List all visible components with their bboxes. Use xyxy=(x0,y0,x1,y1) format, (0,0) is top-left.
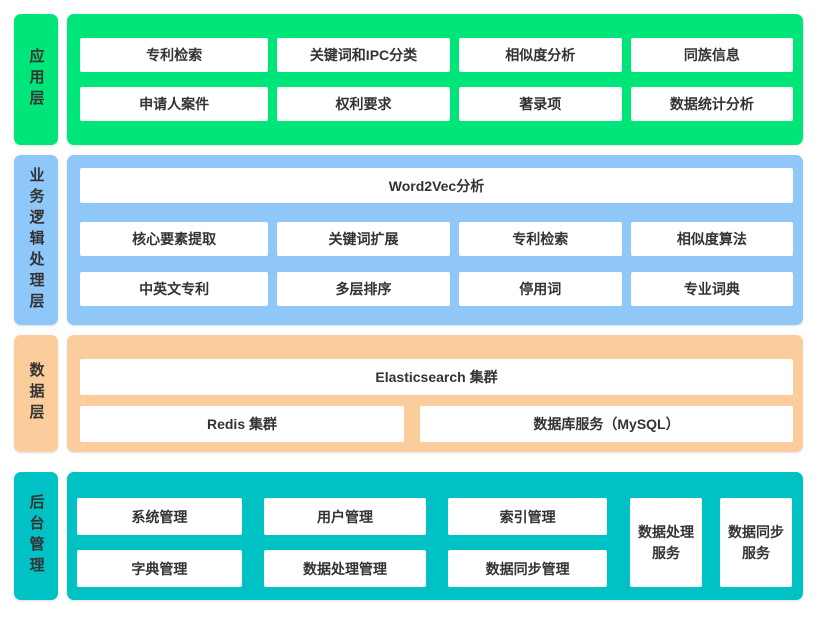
box-redis-cluster: Redis 集群 xyxy=(80,406,404,442)
box-data-statistics-analysis: 数据统计分析 xyxy=(630,87,793,121)
business-logic-grid: 核心要素提取 关键词扩展 专利检索 相似度算法 中英文专利 多层排序 停用词 专… xyxy=(80,222,793,306)
box-data-processing-management: 数据处理管理 xyxy=(263,550,427,587)
box-patent-family-info: 同族信息 xyxy=(630,38,793,72)
application-layer-label: 应用层 xyxy=(27,48,45,111)
box-stop-words: 停用词 xyxy=(458,272,622,306)
box-system-management: 系统管理 xyxy=(77,498,242,535)
backend-admin-layer: 后台管理 系统管理 用户管理 索引管理 字典管理 数据处理管理 数据同步管理 数… xyxy=(14,472,803,600)
backend-admin-grid: 系统管理 用户管理 索引管理 字典管理 数据处理管理 数据同步管理 xyxy=(77,498,607,600)
box-claims: 权利要求 xyxy=(277,87,450,121)
box-applicant-cases: 申请人案件 xyxy=(80,87,269,121)
application-layer-panel: 专利检索 关键词和IPC分类 相似度分析 同族信息 申请人案件 权利要求 著录项… xyxy=(67,14,803,145)
box-index-management: 索引管理 xyxy=(448,498,607,535)
box-data-sync-service: 数据同步服务 xyxy=(720,498,792,587)
box-dictionary-management: 字典管理 xyxy=(77,550,242,587)
box-keyword-ipc-classification: 关键词和IPC分类 xyxy=(277,38,450,72)
box-word2vec-analysis: Word2Vec分析 xyxy=(80,168,793,203)
box-cn-en-patents: 中英文专利 xyxy=(80,272,269,306)
box-similarity-algorithm: 相似度算法 xyxy=(630,222,793,256)
backend-admin-layer-panel: 系统管理 用户管理 索引管理 字典管理 数据处理管理 数据同步管理 数据处理服务… xyxy=(67,472,803,600)
box-patent-search: 专利检索 xyxy=(80,38,269,72)
box-data-sync-management: 数据同步管理 xyxy=(448,550,607,587)
business-logic-layer-panel: Word2Vec分析 核心要素提取 关键词扩展 专利检索 相似度算法 中英文专利… xyxy=(67,155,803,325)
data-layer-label: 数据层 xyxy=(27,362,45,425)
data-layer: 数据层 Elasticsearch 集群 Redis 集群 数据库服务（MySQ… xyxy=(14,335,803,452)
box-similarity-analysis: 相似度分析 xyxy=(458,38,622,72)
box-professional-dictionary: 专业词典 xyxy=(630,272,793,306)
data-layer-sidebar: 数据层 xyxy=(14,335,58,452)
data-layer-grid: Redis 集群 数据库服务（MySQL） xyxy=(80,406,793,442)
box-core-element-extraction: 核心要素提取 xyxy=(80,222,269,256)
application-layer: 应用层 专利检索 关键词和IPC分类 相似度分析 同族信息 申请人案件 权利要求… xyxy=(14,14,803,145)
backend-admin-services: 数据处理服务 数据同步服务 xyxy=(630,498,792,600)
backend-admin-layer-sidebar: 后台管理 xyxy=(14,472,58,600)
box-mysql-database-service: 数据库服务（MySQL） xyxy=(420,406,793,442)
application-layer-sidebar: 应用层 xyxy=(14,14,58,145)
data-layer-panel: Elasticsearch 集群 Redis 集群 数据库服务（MySQL） xyxy=(67,335,803,452)
box-user-management: 用户管理 xyxy=(263,498,427,535)
backend-admin-layer-label: 后台管理 xyxy=(27,494,45,578)
box-bibliographic-data: 著录项 xyxy=(458,87,622,121)
box-multi-level-sorting: 多层排序 xyxy=(277,272,450,306)
box-data-processing-service: 数据处理服务 xyxy=(630,498,702,587)
box-elasticsearch-cluster: Elasticsearch 集群 xyxy=(80,359,793,395)
business-logic-layer: 业务逻辑处理层 Word2Vec分析 核心要素提取 关键词扩展 专利检索 相似度… xyxy=(14,155,803,325)
business-logic-layer-label: 业务逻辑处理层 xyxy=(27,166,45,314)
box-patent-search-logic: 专利检索 xyxy=(458,222,622,256)
box-keyword-expansion: 关键词扩展 xyxy=(277,222,450,256)
business-logic-layer-sidebar: 业务逻辑处理层 xyxy=(14,155,58,325)
